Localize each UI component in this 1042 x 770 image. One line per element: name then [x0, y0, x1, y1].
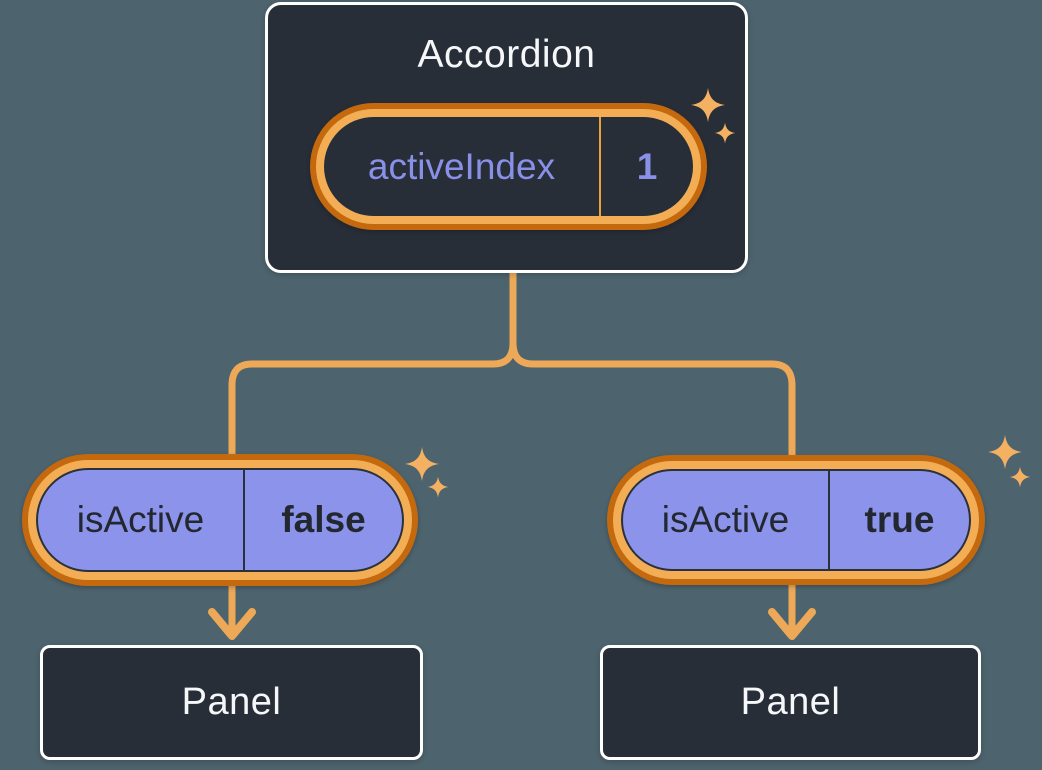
prop-name-label: isActive	[76, 499, 205, 540]
accordion-node-title: Accordion	[417, 33, 596, 76]
sparkle-icon	[427, 476, 449, 498]
sparkle-icon	[1009, 466, 1031, 488]
sparkle-icon	[714, 122, 736, 144]
state-pill-core: activeIndex 1	[324, 117, 693, 216]
pill-gold-ring: isActive true	[613, 461, 979, 579]
pill-divider	[828, 471, 830, 569]
sparkle-icon	[690, 87, 726, 123]
sparkle-icon	[987, 434, 1023, 470]
prop-pill-core: isActive true	[621, 469, 971, 571]
prop-value-label: true	[864, 499, 935, 540]
pill-divider	[243, 470, 245, 570]
pill-gold-ring: isActive false	[28, 460, 412, 580]
state-value-label: 1	[636, 145, 658, 187]
panel-node-right: Panel	[600, 645, 981, 760]
prop-pill-core: isActive false	[36, 468, 404, 572]
prop-name-label: isActive	[661, 499, 790, 540]
prop-value-label: false	[281, 499, 366, 540]
state-pill-activeindex: activeIndex 1	[310, 103, 707, 230]
prop-pill-isactive-false: isActive false	[22, 454, 418, 586]
sparkle-icon	[404, 446, 440, 482]
arrowhead-right	[768, 608, 816, 640]
pill-divider	[599, 117, 601, 216]
pill-gold-ring: activeIndex 1	[316, 109, 701, 224]
connector-root-to-right	[509, 268, 796, 634]
state-name-label: activeIndex	[367, 145, 556, 187]
panel-node-left: Panel	[40, 645, 423, 760]
prop-pill-isactive-true: isActive true	[607, 455, 985, 585]
arrowhead-left	[208, 608, 256, 640]
